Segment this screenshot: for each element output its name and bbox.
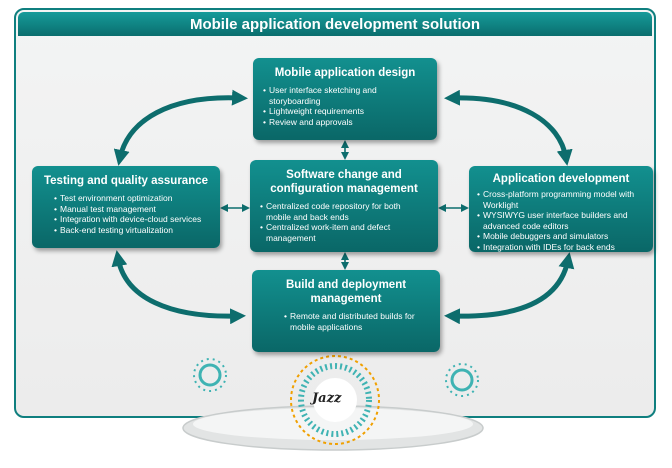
box-application-development: Application development Cross-platform p… bbox=[469, 166, 653, 252]
box-heading: Application development bbox=[492, 173, 630, 185]
jazz-sunburst bbox=[290, 355, 380, 445]
list-item: Cross-platform programming model with Wo… bbox=[477, 189, 645, 210]
arrow-design-to-appdev bbox=[444, 89, 573, 166]
box-heading: Mobile application design bbox=[274, 67, 416, 79]
right-gear-decoration bbox=[445, 363, 479, 397]
box-testing-quality-assurance: Testing and quality assurance Test envir… bbox=[32, 166, 220, 248]
list-item: WYSIWYG user interface builders and adva… bbox=[477, 210, 645, 231]
box-software-change-config-mgmt: Software change and configuration manage… bbox=[250, 160, 438, 252]
list-item: Test environment optimization bbox=[46, 193, 210, 204]
diagram-title: Mobile application development solution bbox=[18, 12, 652, 36]
box-list: Test environment optimization Manual tes… bbox=[46, 193, 210, 235]
list-item: Integration with IDEs for back ends bbox=[477, 242, 645, 253]
box-list: Remote and distributed builds for mobile… bbox=[284, 311, 430, 332]
box-list: Cross-platform programming model with Wo… bbox=[477, 189, 645, 252]
arrow-testing-to-build bbox=[111, 250, 246, 325]
box-list: Centralized code repository for both mob… bbox=[260, 201, 428, 243]
box-build-deployment-mgmt: Build and deployment management Remote a… bbox=[252, 270, 440, 352]
box-heading: Build and deployment management bbox=[285, 279, 407, 305]
list-item: Remote and distributed builds for mobile… bbox=[284, 311, 430, 332]
list-item: User interface sketching and storyboardi… bbox=[263, 85, 427, 106]
box-heading: Software change and configuration manage… bbox=[270, 169, 418, 195]
list-item: Centralized code repository for both mob… bbox=[260, 201, 428, 222]
list-item: Review and approvals bbox=[263, 117, 427, 128]
box-list: User interface sketching and storyboardi… bbox=[263, 85, 427, 127]
list-item: Integration with device-cloud services bbox=[46, 214, 210, 225]
list-item: Centralized work-item and defect managem… bbox=[260, 222, 428, 243]
box-heading: Testing and quality assurance bbox=[43, 175, 209, 187]
arrow-appdev-to-build bbox=[444, 252, 575, 325]
list-item: Mobile debuggers and simulators bbox=[477, 231, 645, 242]
list-item: Lightweight requirements bbox=[263, 106, 427, 117]
jazz-logo: Jazz bbox=[312, 391, 342, 406]
box-mobile-app-design: Mobile application design User interface… bbox=[253, 58, 437, 140]
list-item: Manual test management bbox=[46, 204, 210, 215]
arrow-design-to-testing bbox=[113, 89, 248, 166]
list-item: Back-end testing virtualization bbox=[46, 225, 210, 236]
left-gear-decoration bbox=[193, 358, 227, 392]
